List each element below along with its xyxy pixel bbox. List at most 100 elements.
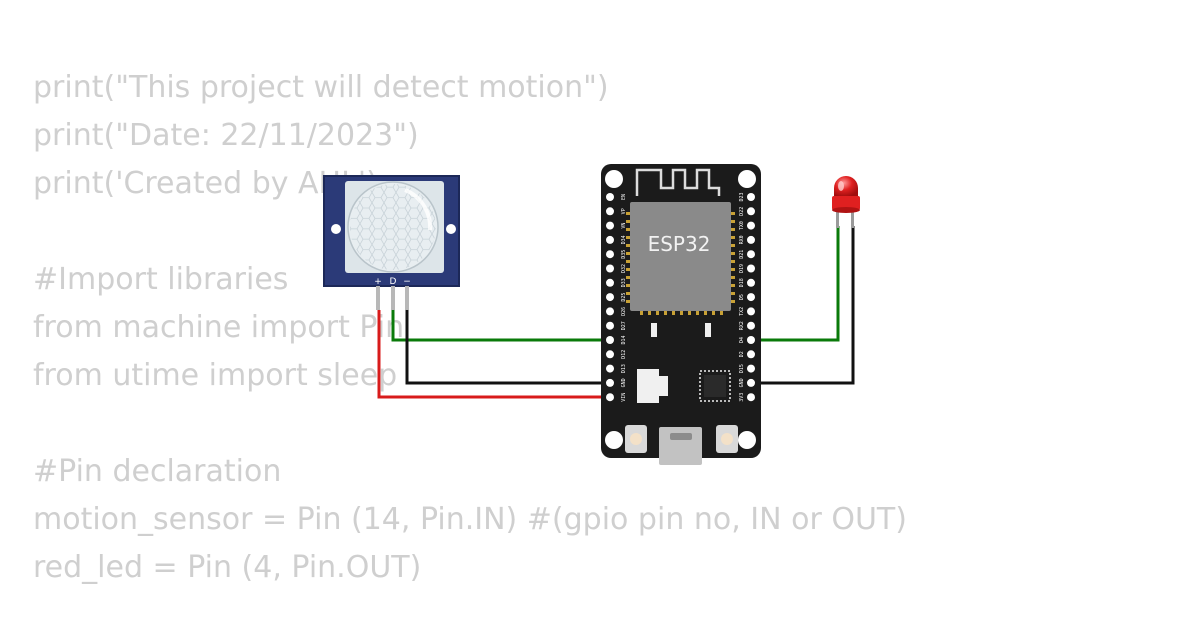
left-pin-d35[interactable] (606, 250, 614, 259)
left-pin-d27[interactable] (606, 321, 614, 330)
right-pin-label: TX2 (739, 307, 745, 316)
board-mount-hole (605, 170, 623, 188)
right-pin-label: D18 (739, 278, 745, 287)
esp32-chip-shield (630, 202, 731, 311)
red-led[interactable] (832, 176, 860, 228)
right-pin-d23[interactable] (747, 193, 755, 201)
right-pin-label: D21 (739, 250, 745, 259)
wire-pir-data-to-d14[interactable] (391, 310, 610, 342)
left-pin-d25[interactable] (606, 293, 614, 302)
left-pin-d14[interactable] (606, 336, 614, 344)
left-pin-vp[interactable] (606, 207, 614, 216)
pir-motion-sensor[interactable]: + D − (323, 175, 460, 310)
led-cathode-leg (851, 208, 854, 228)
right-pin-tx0[interactable] (747, 221, 755, 230)
right-pin-d15[interactable] (747, 364, 755, 373)
left-pin-d34[interactable] (606, 235, 614, 244)
esp32-devkit-board[interactable]: ESP32 ENVPVND34D35D32D33D25D26D27D14D12D… (601, 164, 761, 465)
right-pin-label: D15 (739, 364, 745, 373)
right-pin-d4[interactable] (747, 336, 755, 344)
pir-pin-plus-label: + (374, 277, 382, 287)
right-pin-d21[interactable] (747, 250, 755, 259)
code-editor-text: print("This project will detect motion")… (33, 64, 907, 592)
board-mount-hole (738, 431, 756, 449)
left-pin-label: EN (621, 194, 627, 200)
wire-pir-vcc-to-vin[interactable] (377, 310, 610, 399)
led-anode-leg (836, 208, 839, 228)
left-pin-vn[interactable] (606, 221, 614, 230)
right-pin-rx0[interactable] (747, 235, 755, 244)
pir-pin-data-label: D (390, 277, 397, 287)
right-pin-d18[interactable] (747, 278, 755, 287)
code-line: from utime import sleep (33, 358, 398, 393)
left-pin-label: D25 (621, 293, 627, 302)
left-pin-d32[interactable] (606, 264, 614, 273)
pcb-antenna-trace (635, 168, 721, 196)
right-pin-label: D2 (739, 351, 745, 357)
chip-castellated-pads (626, 212, 735, 315)
code-line: from machine import Pin (33, 310, 405, 345)
right-pin-gnd[interactable] (747, 378, 755, 387)
right-pin-label: TX0 (739, 221, 745, 230)
right-pin-label: D4 (739, 337, 745, 343)
right-pin-label: D23 (739, 192, 745, 201)
left-pin-label: D13 (621, 364, 627, 373)
right-pin-d22[interactable] (747, 207, 755, 216)
left-pin-label: D34 (621, 235, 627, 244)
left-pin-gnd[interactable] (606, 378, 614, 387)
pir-pin-minus-label: − (403, 277, 411, 287)
voltage-regulator (637, 369, 659, 403)
left-pin-d13[interactable] (606, 364, 614, 373)
right-pin-3v3[interactable] (747, 393, 755, 402)
right-pin-label: GND (739, 378, 745, 387)
right-pin-label: 3V3 (739, 393, 745, 402)
left-pin-label: D32 (621, 264, 627, 273)
smd-component (705, 323, 711, 337)
wire-gnd-to-led-cathode[interactable] (751, 226, 855, 385)
code-line: #Import libraries (33, 262, 289, 297)
pir-mount-hole-right (446, 224, 456, 234)
left-pin-en[interactable] (606, 193, 614, 201)
esp32-chip-label: ESP32 (648, 232, 711, 256)
led-dome (834, 176, 858, 196)
left-pin-label: GND (621, 378, 627, 387)
left-pin-label: D12 (621, 350, 627, 359)
pir-pin-vcc[interactable] (376, 286, 380, 310)
pir-pin-data[interactable] (391, 286, 395, 310)
right-pin-label: D19 (739, 264, 745, 273)
right-pin-d5[interactable] (747, 293, 755, 302)
left-pin-label: D35 (621, 250, 627, 259)
pir-pin-gnd[interactable] (405, 286, 409, 310)
code-line: print("Date: 22/11/2023") (33, 118, 419, 153)
right-pin-label: RX0 (739, 235, 745, 244)
left-pin-label: D14 (621, 335, 627, 344)
right-pin-d2[interactable] (747, 350, 755, 359)
left-pin-label: D27 (621, 321, 627, 330)
code-line: print("This project will detect motion") (33, 70, 609, 105)
left-pin-d12[interactable] (606, 350, 614, 359)
right-pin-label: D22 (739, 207, 745, 216)
wire-d4-to-led-anode[interactable] (751, 226, 840, 342)
left-pin-label: VP (621, 208, 627, 214)
left-pin-label: D26 (621, 307, 627, 316)
right-pin-d19[interactable] (747, 264, 755, 273)
code-line: #Pin declaration (33, 454, 282, 489)
left-pin-label: VN (621, 223, 627, 229)
left-pin-vin[interactable] (606, 393, 614, 402)
smd-component (651, 323, 657, 337)
left-pin-label: D33 (621, 278, 627, 287)
right-pin-rx2[interactable] (747, 321, 755, 330)
board-mount-hole (738, 170, 756, 188)
wire-pir-gnd-to-gnd[interactable] (405, 310, 610, 385)
right-pin-label: RX2 (739, 321, 745, 330)
left-pin-d26[interactable] (606, 307, 614, 316)
left-pin-label: VIN (621, 393, 627, 402)
code-line: red_led = Pin (4, Pin.OUT) (33, 550, 422, 585)
right-pin-label: D5 (739, 294, 745, 300)
micro-usb-port[interactable] (659, 427, 702, 465)
left-pin-d33[interactable] (606, 278, 614, 287)
code-line: motion_sensor = Pin (14, Pin.IN) #(gpio … (33, 502, 907, 537)
right-pin-tx2[interactable] (747, 307, 755, 316)
